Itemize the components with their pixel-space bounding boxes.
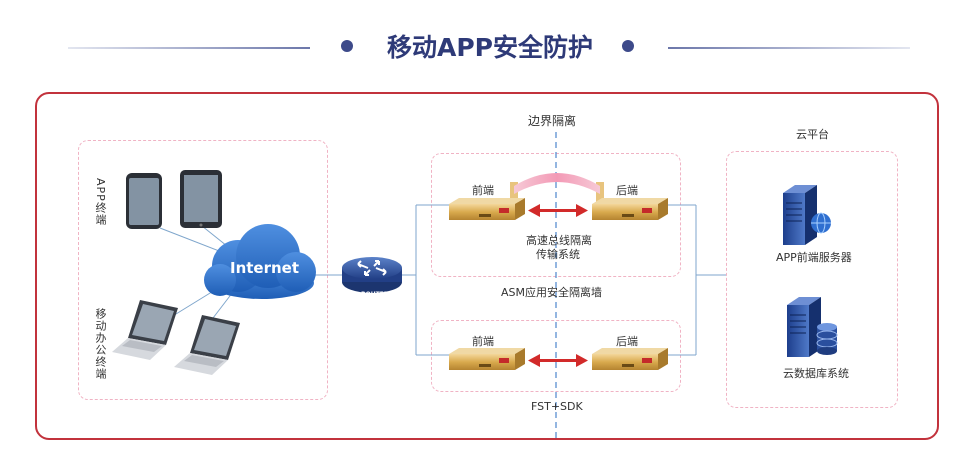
cloud-platform-group [726, 151, 898, 408]
mobile-office-label: 移动办公终端 [94, 308, 107, 380]
title-line-right [668, 47, 910, 49]
diagram-frame [35, 92, 939, 440]
bus-label-line1: 高速总线隔离 [526, 234, 592, 247]
boundary-label: 边界隔离 [528, 114, 577, 128]
front-label-bottom: 前端 [472, 335, 494, 348]
router-icon [342, 257, 402, 293]
back-label-bottom: 后端 [616, 335, 638, 348]
terminals-group [78, 140, 328, 400]
laptop-icon [112, 300, 178, 360]
double-arrow-icon [528, 204, 588, 217]
title-line-left [68, 47, 310, 49]
title-dot-right [622, 40, 634, 52]
cloud-icon [204, 224, 316, 299]
database-icon [787, 297, 838, 357]
cloud-platform-label: 云平台 [796, 128, 829, 141]
back-label-top: 后端 [616, 184, 638, 197]
asm-label: ASM应用安全隔离墙 [501, 286, 602, 299]
router-label: ROUTER [361, 291, 389, 298]
fst-label: FST+SDK [531, 400, 583, 413]
bus-label-line2: 传输系统 [536, 248, 580, 261]
smartphone-icon [126, 173, 162, 229]
server-appliance-icon [592, 198, 668, 220]
double-arrow-icon [528, 354, 588, 367]
server-appliance-icon [449, 348, 525, 370]
internet-label: Internet [230, 259, 300, 277]
tablet-icon [180, 170, 222, 228]
laptop-icon [174, 315, 240, 375]
app-server-label: APP前端服务器 [776, 251, 852, 264]
title-dot-left [341, 40, 353, 52]
tower-server-icon [783, 185, 831, 245]
server-appliance-icon [592, 348, 668, 370]
page-title: 移动APP安全防护 [387, 33, 593, 62]
server-appliance-icon [449, 198, 525, 220]
bottom-isolation-group [431, 320, 681, 392]
bus-bridge [510, 173, 604, 206]
app-terminal-label: APP终端 [94, 178, 107, 226]
front-label-top: 前端 [472, 184, 494, 197]
cloud-db-label: 云数据库系统 [783, 367, 849, 380]
